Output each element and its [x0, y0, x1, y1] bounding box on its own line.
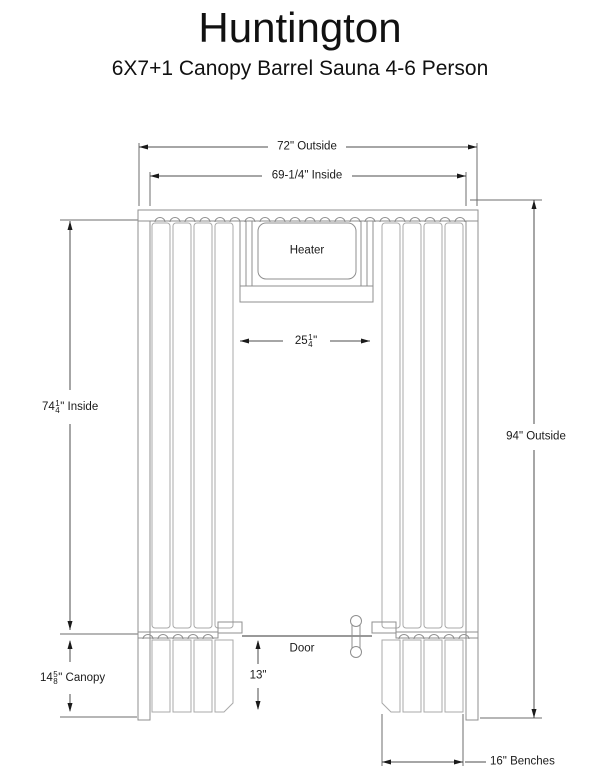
plank: [193, 222, 213, 629]
plank: [444, 222, 464, 629]
page-title: Huntington: [198, 4, 402, 51]
arrowhead-up: [67, 640, 73, 649]
heater-label: Heater: [289, 244, 325, 257]
rear-wall-rect: [137, 209, 479, 222]
arrowhead-left: [139, 144, 148, 150]
dim-13-label: 13": [249, 669, 267, 682]
front-wall-hooks-left: [142, 634, 214, 640]
plank-beveled: [214, 639, 234, 713]
dim-74-suffix: " Inside: [60, 400, 99, 413]
dim-94-outside-label: 94" Outside: [506, 430, 566, 443]
plank: [423, 222, 443, 629]
dim-25-suffix: ": [313, 334, 318, 347]
plank: [444, 639, 464, 713]
dim-25-quarter: [240, 338, 370, 344]
front-wall-hooks-right: [398, 634, 470, 640]
plank: [214, 222, 234, 629]
arrowhead-down: [67, 703, 73, 712]
arrowhead-down: [67, 621, 73, 630]
door-jamb-left: [217, 621, 243, 634]
left-bench-planks: [151, 222, 234, 629]
arrowhead-left: [240, 338, 249, 344]
dim-72-outside-label: 72" Outside: [277, 140, 337, 153]
rear-wall-stave-hooks: [154, 217, 466, 223]
heater-platform: [239, 220, 374, 303]
plank: [402, 639, 422, 713]
plank: [193, 639, 213, 713]
arrowhead-up: [67, 221, 73, 230]
dim-16-benches-label: 16" Benches: [490, 755, 555, 768]
plank: [172, 639, 192, 713]
page-subtitle: 6X7+1 Canopy Barrel Sauna 4-6 Person: [111, 57, 489, 80]
arrowhead-up: [255, 640, 261, 649]
heater-platform-outline: [239, 220, 374, 303]
arrowhead-up: [531, 200, 537, 209]
dim-69-inside: [150, 173, 466, 179]
left-canopy-planks: [151, 639, 234, 713]
arrowhead-right: [468, 144, 477, 150]
arrowhead-right: [361, 338, 370, 344]
plank: [423, 639, 443, 713]
heater-outline: [257, 222, 357, 280]
plank: [151, 639, 171, 713]
door-jamb-right: [371, 621, 397, 634]
dim-25-whole: 25: [294, 334, 308, 347]
dim-13: [255, 640, 261, 710]
right-canopy-planks: [381, 639, 464, 713]
right-wall: [465, 220, 479, 721]
dim-72-outside: [139, 144, 477, 150]
arrowhead-right: [457, 173, 466, 179]
right-bench-planks: [381, 222, 464, 629]
rear-wall-band: [137, 209, 479, 223]
plank-beveled: [381, 639, 401, 713]
dim-69-inside-label: 69-1/4" Inside: [271, 169, 343, 182]
front-wall-left: [137, 631, 219, 639]
dim-74-inside: [67, 221, 73, 630]
door-handle-knob: [350, 646, 362, 658]
front-wall-right: [395, 631, 479, 639]
plank: [172, 222, 192, 629]
dim-94-outside: [531, 200, 537, 718]
plank: [381, 222, 401, 629]
plank: [151, 222, 171, 629]
arrowhead-left: [382, 759, 391, 765]
left-wall: [137, 220, 151, 721]
arrowhead-left: [150, 173, 159, 179]
door-label: Door: [289, 642, 315, 655]
arrowhead-right: [454, 759, 463, 765]
dim-16-benches: [382, 759, 486, 765]
arrowhead-down: [531, 709, 537, 718]
plank: [402, 222, 422, 629]
door-assembly: [242, 615, 372, 658]
extension-lines: [60, 143, 542, 766]
arrowhead-down: [255, 701, 261, 710]
dim-74-whole: 74: [42, 400, 55, 413]
dim-canopy-suffix: " Canopy: [58, 671, 106, 684]
dim-canopy: [67, 640, 73, 712]
door-handle-knob: [350, 615, 362, 627]
dim-canopy-whole: 14: [40, 671, 53, 684]
front-wall-band: [137, 621, 479, 640]
